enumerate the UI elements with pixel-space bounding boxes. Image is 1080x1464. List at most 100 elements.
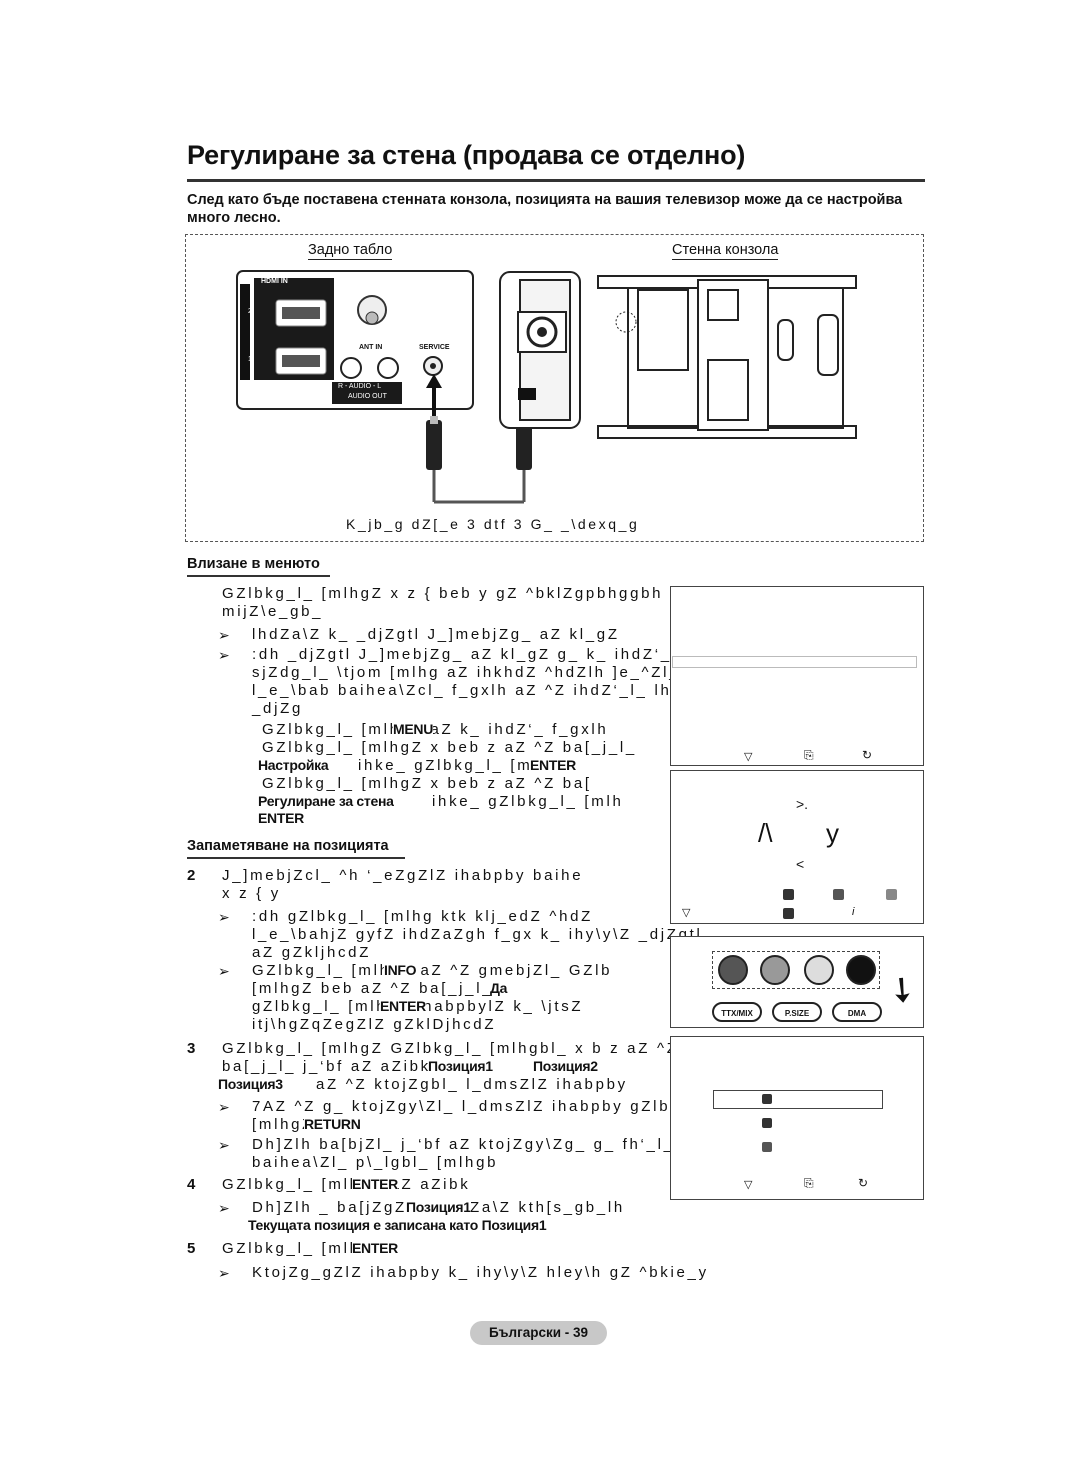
step2-line: J_]mebjZcl_ ^h ‘_eZgZlZ ihabpby baihe [222,867,584,884]
arrow-bullet-icon: ➢ [218,1265,230,1281]
step4-line: GZlbkg_l_ [mlhgZ aZ aZibk [222,1176,471,1193]
note-line: 7AZ ^Z g_ ktojZgy\Zl_ l_dmsZlZ ihabpby g… [252,1098,720,1115]
intro-text: След като бъде поставена стенната конзол… [187,192,903,226]
substep-line: GZlbkg_l_ [mlhgZ aZ k_ ihdZ‘_ f_gxlh [262,721,609,738]
connection-diagram [185,234,924,542]
substep-line: ihke_ gZlbkg_l_ [mlh [432,793,624,810]
arrow-right-icon: y [826,818,839,848]
keyword-menu: MENU [393,721,434,737]
yellow-key-icon [762,1142,772,1152]
arrow-bullet-icon: ➢ [218,1099,230,1115]
keyword-settings: Настройка [258,757,329,773]
osd-selection-bar [713,1090,883,1109]
note-line: lhdZa\Z k_ _djZgtl J_]mebjZg_ aZ kl_gZ [252,626,620,643]
section-enter-menu-heading: Влизане в менюто [187,556,320,572]
port1-label: 1 [248,356,252,363]
step3-line: GZlbkg_l_ [mlhgZ GZlbkg_l_ [mlhgbl_ x b … [222,1040,679,1057]
section-save-position-heading: Запаметяване на позицията [187,838,389,854]
note-line: [mlhgZ [252,1116,315,1133]
save-position-osd-panel [670,1036,924,1200]
step1-line: mijZ\e_gb_ [222,603,324,620]
enter-icon: ⎘ [804,1176,814,1190]
note-line: aZ gZkljhcdZ [252,944,372,961]
color-buttons-highlight [712,951,880,989]
section-enter-menu-rule [187,575,330,577]
wall-mount-label: Стенна конзола [672,242,779,260]
blue-button[interactable] [846,955,876,985]
audio-out-label: AUDIO OUT [348,393,387,400]
note-line: _djZg [252,700,304,717]
yellow-key-icon [886,889,897,900]
note-line: Dh]Zlh ba[bjZl_ j_‘bf aZ ktojZgy\Zg_ g_ … [252,1136,704,1153]
keyword-enter: ENTER [258,810,304,826]
step-number: 4 [187,1176,196,1193]
saved-message: Текущата позиция е записана като Позиция… [248,1217,547,1233]
step-number: 5 [187,1240,196,1257]
step3-line: aZ ^Z ktojZgbl_ l_dmsZlZ ihabpby [316,1076,628,1093]
arrow-down-icon: < [796,856,805,872]
osd-menu-panel [670,586,924,766]
keyword-yes: Да [490,980,508,996]
arrow-bullet-icon: ➢ [218,1137,230,1153]
step-number: 3 [187,1040,196,1057]
dma-button[interactable]: DMA [832,1002,882,1022]
green-key-icon [762,1118,772,1128]
ttx-mix-button[interactable]: TTX/MIX [712,1002,762,1022]
keyword-info: INFO [384,962,417,978]
keyword-enter: ENTER [352,1240,398,1256]
rear-panel-label: Задно табло [308,242,393,260]
arrow-bullet-icon: ➢ [218,627,230,643]
wall-mount-illustration [499,271,857,439]
step-number: 2 [187,867,196,884]
keyword-wall-adjust: Регулиране за стена [258,793,394,809]
note-line: :dh gZlbkg_l_ [mlhg ktk klj_edZ ^hdZ [252,908,594,925]
enter-icon: ⎘ [804,748,814,762]
keyword-enter: ENTER [530,757,576,773]
keyword-position3: Позиция3 [218,1076,283,1092]
red-key-icon [762,1094,772,1104]
arrow-bullet-icon: ➢ [218,1200,230,1216]
note-line: baihea\Zl_ p\_lgbl_ [mlhgb [252,1154,499,1171]
arrow-left-icon: /\ [758,818,773,848]
return-icon: ↻ [858,1176,869,1190]
blue-key-icon [783,908,794,919]
move-icon: ▽ [744,1179,753,1191]
move-icon: ▽ [744,751,753,763]
arrow-bullet-icon: ➢ [218,647,230,663]
substep-line: GZlbkg_l_ [mlhgZ x beb z aZ ^Z ba[ [262,775,592,792]
diagram-caption: K_jb_g dZ[_e 3 dtf 3 G_ _\dexq_g [346,516,640,532]
red-key-icon [783,889,794,900]
keyword-position2: Позиция2 [533,1058,598,1074]
info-icon: i [852,906,855,918]
step2-line: x z { y [222,885,281,902]
hdmi-in-label: HDMI IN [261,278,288,285]
rear-panel-illustration [236,270,474,410]
green-button[interactable] [760,955,790,985]
note-line: itj\hgZqZegZlZ gZklDjhcdZ [252,1016,497,1033]
keyword-return: RETURN [304,1116,361,1132]
arrow-bullet-icon: ➢ [218,909,230,925]
step5-line: GZlbkg_l_ [mlhgZ [222,1240,384,1257]
arrow-bullet-icon: ➢ [218,963,230,979]
yellow-button[interactable] [804,955,834,985]
page-title: Регулиране за стена (продава се отделно) [187,140,746,170]
step1-line: GZlbkg_l_ [mlhgZ x z { beb y gZ ^bklZgpb… [222,585,664,602]
keyword-position1: Позиция1 [406,1199,471,1215]
move-icon: ▽ [682,907,691,919]
note-line: KtojZg_gZlZ ihabpby k_ ihy\y\Z hley\h gZ… [252,1264,709,1281]
p-size-button[interactable]: P.SIZE [772,1002,822,1022]
note-line: l_e_\bab baihea\Zcl_ f_gxlh aZ ^Z ihdZ‘_… [252,682,694,699]
note-line: [mlhgZ beb aZ ^Z ba[_j_l_ [252,980,494,997]
ant-in-label: ANT IN [359,344,383,351]
title-divider [187,179,925,182]
return-icon: ↻ [862,748,873,762]
substep-line: ihke_ gZlbkg_l_ [mlhgZ [358,757,573,774]
service-label: SERVICE [419,344,450,351]
green-key-icon [833,889,844,900]
step3-line: ba[_j_l_ j_‘bf aZ aZibk beb [222,1058,471,1075]
red-button[interactable] [718,955,748,985]
note-line: GZlbkg_l_ [mlhgZ aZ ^Z gmebjZl_ GZlb [252,962,613,979]
audio-label: R - AUDIO - L [338,383,382,390]
substep-line: GZlbkg_l_ [mlhgZ x beb z aZ ^Z ba[_j_l_ [262,739,637,756]
keyword-position1: Позиция1 [428,1058,493,1074]
